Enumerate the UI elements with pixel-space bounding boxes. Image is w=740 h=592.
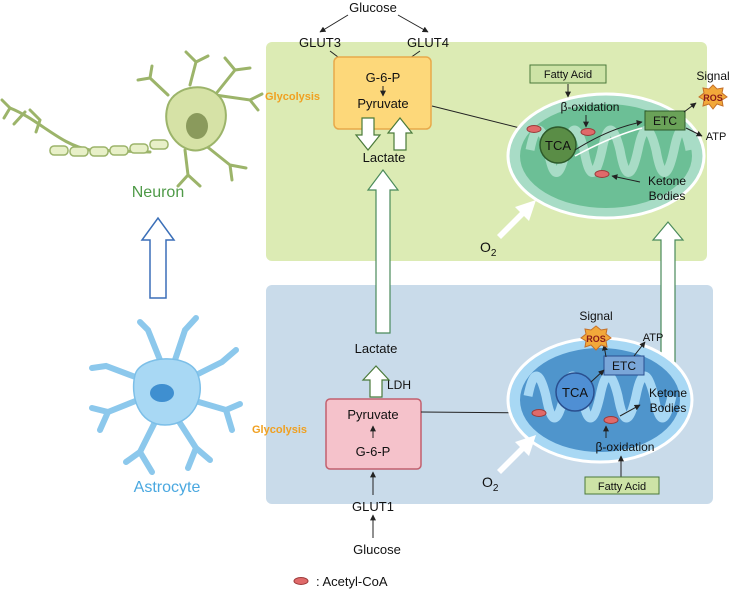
astrocyte-o2-arrow: [497, 435, 536, 474]
ldh-label: LDH: [387, 378, 411, 392]
astrocyte-fatty-acid-label: Fatty Acid: [598, 481, 646, 493]
neuron-g6p: G-6-P: [366, 70, 401, 85]
astrocyte-etc-box: [603, 355, 645, 376]
astrocyte-o2-label: O2: [482, 474, 499, 494]
astrocyte-fatty-acid-box: [584, 476, 660, 495]
neuron-beta-oxidation: β-oxidation: [561, 100, 620, 114]
neuron-illustration: [0, 50, 264, 188]
lactate-shuttle-arrow: [366, 169, 400, 334]
acetyl-coa-marker: [531, 409, 547, 417]
neuron-pyruvate: Pyruvate: [357, 96, 408, 111]
astrocyte-pyruvate: Pyruvate: [347, 407, 398, 422]
acetyl-coa-marker: [526, 125, 542, 133]
neuron-tca-cycle: [539, 126, 577, 164]
astrocyte-ketone-line1: Ketone: [649, 386, 687, 400]
neuron-glycolysis-label: Glycolysis: [265, 91, 320, 103]
glut1-label: GLUT1: [352, 499, 394, 514]
acetyl-coa-marker: [580, 128, 596, 136]
neuron-o2-arrow: [497, 200, 536, 239]
astrocyte-glycolysis-label: Glycolysis: [252, 424, 307, 436]
neuron-ros-burst: [698, 84, 728, 110]
glut3-label: GLUT3: [299, 35, 341, 50]
astrocyte-g6p: G-6-P: [356, 444, 391, 459]
astrocyte-mitochondrion: [506, 336, 694, 464]
neuron-etc-label: ETC: [653, 114, 677, 128]
legend-acetyl-coa-marker: [293, 577, 309, 585]
acetyl-coa-marker: [594, 170, 610, 178]
neuron-ros-label: ROS: [703, 93, 723, 103]
astrocyte-glucose-label: Glucose: [353, 542, 401, 557]
neuron-ketone-line1: Ketone: [648, 174, 686, 188]
astrocyte-tca-cycle: [555, 372, 595, 412]
neuron-ketone-line2: Bodies: [649, 189, 686, 203]
neuron-lactate: Lactate: [363, 150, 406, 165]
neuron-atp-label: ATP: [706, 131, 727, 143]
astrocyte-label: Astrocyte: [134, 479, 201, 496]
neuron-signal-label: Signal: [696, 69, 729, 83]
astrocyte-illustration: [89, 315, 243, 475]
astrocyte-lactate: Lactate: [355, 341, 398, 356]
astrocyte-ros-burst: [580, 325, 612, 351]
legend-acetyl-coa-label: : Acetyl-CoA: [316, 574, 388, 589]
neuron-fatty-acid-box: [529, 64, 607, 84]
astrocyte-ketone-line2: Bodies: [650, 401, 687, 415]
neuron-label: Neuron: [132, 184, 184, 201]
neuron-glucose-label: Glucose: [349, 0, 397, 15]
neuron-tca-label: TCA: [545, 138, 571, 153]
ketone-shuttle-arrow: [651, 221, 685, 381]
astrocyte-atp-label: ATP: [643, 332, 664, 344]
glut4-label: GLUT4: [407, 35, 449, 50]
pyruvate-to-lactate-hollow: [361, 365, 391, 398]
lactate-to-pyruvate-arrow: [386, 117, 414, 151]
astrocyte-to-neuron-arrow: [140, 216, 176, 299]
neuron-o2-label: O2: [480, 239, 497, 259]
astrocyte-signal-label: Signal: [579, 309, 612, 323]
astrocyte-etc-label: ETC: [612, 359, 636, 373]
acetyl-coa-marker: [603, 416, 619, 424]
astrocyte-ros-label: ROS: [586, 334, 606, 344]
pyruvate-to-lactate-arrow: [354, 117, 382, 151]
astrocyte-beta-oxidation: β-oxidation: [596, 440, 655, 454]
neuron-fatty-acid-label: Fatty Acid: [544, 69, 592, 81]
neuron-etc-box: [644, 110, 686, 131]
astrocyte-tca-label: TCA: [562, 385, 588, 400]
